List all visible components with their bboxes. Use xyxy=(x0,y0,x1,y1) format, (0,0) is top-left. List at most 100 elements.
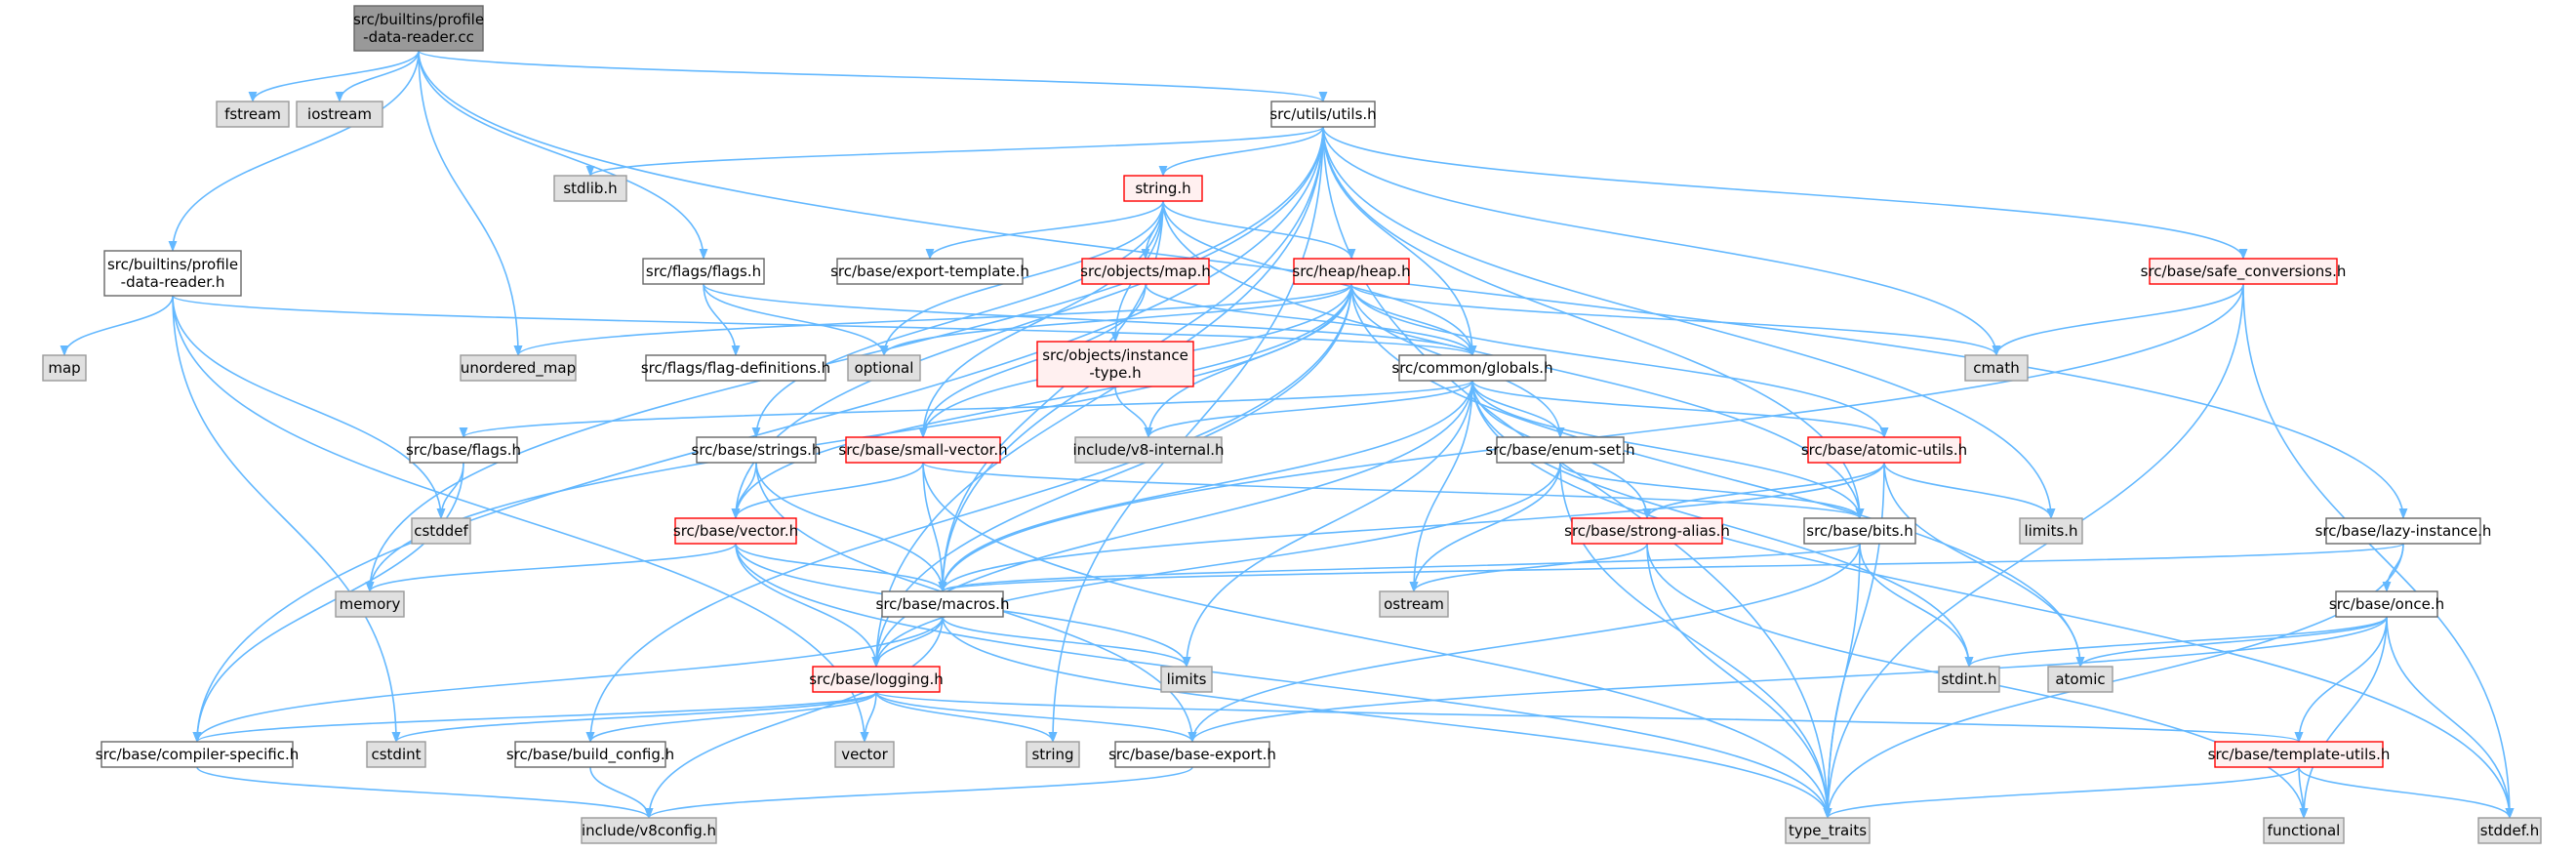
edge-globals-to-stddef xyxy=(1471,380,2515,820)
node-label: cstdint xyxy=(371,746,421,763)
node-src-builtins-profile-data-reader-cc[interactable]: src/builtins/profile-data-reader.cc xyxy=(353,5,484,52)
edge-obj_map-to-globals xyxy=(1145,283,1477,357)
node-src-base-macros-h[interactable]: src/base/macros.h xyxy=(876,590,1010,618)
node-src-base-vector-h[interactable]: src/base/vector.h xyxy=(673,517,798,545)
edge-macros-to-logging xyxy=(871,616,944,669)
node-box xyxy=(581,817,717,844)
node-src-utils-utils-h[interactable]: src/utils/utils.h xyxy=(1269,101,1377,128)
node-label: src/base/flags.h xyxy=(406,441,521,459)
node-label: src/objects/map.h xyxy=(1080,263,1211,280)
node-box xyxy=(1938,666,2000,693)
node-box xyxy=(296,101,383,128)
edge-heap-to-build_config xyxy=(585,283,1352,744)
node-include-v8config-h[interactable]: include/v8config.h xyxy=(581,817,717,844)
node-optional[interactable]: optional xyxy=(847,354,921,382)
node-src-common-globals-h[interactable]: src/common/globals.h xyxy=(1391,354,1553,382)
node-src-base-atomic-utils-h[interactable]: src/base/atomic-utils.h xyxy=(1801,436,1967,464)
node-stddef-h[interactable]: stddef.h xyxy=(2477,817,2542,844)
node-label: src/flags/flags.h xyxy=(646,263,761,280)
node-stdlib-h[interactable]: stdlib.h xyxy=(553,175,627,202)
edge-globals-to-bits xyxy=(1471,380,1865,520)
node-src-flags-flags-h[interactable]: src/flags/flags.h xyxy=(642,258,765,285)
node-src-builtins-profile-data-reader-h[interactable]: src/builtins/profile-data-reader.h xyxy=(103,250,242,297)
node-src-base-small-vector-h[interactable]: src/base/small-vector.h xyxy=(838,436,1008,464)
node-label: string xyxy=(1031,746,1073,763)
node-box xyxy=(409,436,518,464)
node-box xyxy=(1270,101,1376,128)
node-src-base-build-config-h[interactable]: src/base/build_config.h xyxy=(506,741,674,768)
node-string[interactable]: string xyxy=(1026,741,1080,768)
node-label: vector xyxy=(841,746,888,763)
edge-template_utils-to-stddef xyxy=(2298,766,2515,820)
node-label: fstream xyxy=(224,105,281,123)
node-src-base-once-h[interactable]: src/base/once.h xyxy=(2329,590,2444,618)
edge-pdr_h-to-cstdint xyxy=(172,295,401,744)
node-memory[interactable]: memory xyxy=(335,590,405,618)
node-functional[interactable]: functional xyxy=(2263,817,2345,844)
node-src-base-lazy-instance-h[interactable]: src/base/lazy-instance.h xyxy=(2315,517,2492,545)
node-src-base-export-template-h[interactable]: src/base/export-template.h xyxy=(830,258,1029,285)
node-label: src/base/macros.h xyxy=(876,595,1010,613)
edge-utils-to-memory xyxy=(365,126,1324,593)
node-box xyxy=(1379,590,1449,618)
node-src-base-flags-h[interactable]: src/base/flags.h xyxy=(406,436,521,464)
node-cstddef[interactable]: cstddef xyxy=(411,517,471,545)
node-label: src/builtins/profile xyxy=(353,11,484,28)
node-src-base-bits-h[interactable]: src/base/bits.h xyxy=(1803,517,1916,545)
node-label: limits xyxy=(1167,670,1207,688)
edge-logging-to-template_utils xyxy=(875,691,2303,744)
node-src-heap-heap-h[interactable]: src/heap/heap.h xyxy=(1292,258,1411,285)
node-box xyxy=(1114,741,1270,768)
node-string-h[interactable]: string.h xyxy=(1123,175,1203,202)
edge-vector_h-to-memory xyxy=(365,543,737,593)
node-include-v8-internal-h[interactable]: include/v8-internal.h xyxy=(1072,436,1225,464)
node-iostream[interactable]: iostream xyxy=(296,101,383,128)
node-limits[interactable]: limits xyxy=(1160,666,1213,693)
node-src-objects-map-h[interactable]: src/objects/map.h xyxy=(1080,258,1211,285)
node-src-base-enum-set-h[interactable]: src/base/enum-set.h xyxy=(1485,436,1635,464)
edge-root-to-flags_h xyxy=(418,50,708,261)
edge-utils-to-vector_h xyxy=(731,126,1324,520)
edge-vector_h-to-logging xyxy=(735,543,881,669)
node-src-base-logging-h[interactable]: src/base/logging.h xyxy=(809,666,944,693)
edge-root-to-iostream xyxy=(335,50,420,103)
node-box xyxy=(2477,817,2542,844)
node-box xyxy=(812,666,941,693)
edge-small_vec-to-vector_h xyxy=(731,462,924,520)
edge-atomic_utils-to-atomic xyxy=(1883,462,2085,669)
node-box xyxy=(1036,341,1194,387)
node-label: src/base/build_config.h xyxy=(506,746,674,764)
node-fstream[interactable]: fstream xyxy=(216,101,290,128)
edge-small_vec-to-macros xyxy=(922,462,947,593)
node-label: src/builtins/profile xyxy=(107,256,238,273)
node-src-base-compiler-specific-h[interactable]: src/base/compiler-specific.h xyxy=(96,741,299,768)
edge-utils-to-string xyxy=(1048,126,1324,744)
edge-bits-to-type_traits xyxy=(1823,543,1861,820)
edge-lazy-to-type_traits xyxy=(1823,543,2404,820)
edge-strings_h-to-vector_h xyxy=(731,462,757,520)
node-limits-h[interactable]: limits.h xyxy=(2019,517,2083,545)
edge-globals-to-limits xyxy=(1182,380,1473,669)
node-unordered-map[interactable]: unordered_map xyxy=(460,354,577,382)
edge-utils-to-stdlib xyxy=(585,126,1324,178)
node-cstdint[interactable]: cstdint xyxy=(366,741,426,768)
edge-once-to-functional xyxy=(2299,616,2388,820)
node-map[interactable]: map xyxy=(42,354,87,382)
node-ostream[interactable]: ostream xyxy=(1379,590,1449,618)
node-cmath[interactable]: cmath xyxy=(1964,354,2029,382)
node-label: src/objects/instance xyxy=(1042,346,1188,364)
node-vector[interactable]: vector xyxy=(834,741,895,768)
node-src-base-safe-conversions-h[interactable]: src/base/safe_conversions.h xyxy=(2141,258,2347,285)
node-src-base-strings-h[interactable]: src/base/strings.h xyxy=(692,436,822,464)
node-type-traits[interactable]: type_traits xyxy=(1785,817,1871,844)
node-label: src/base/strings.h xyxy=(692,441,822,459)
node-src-objects-instance-type-h[interactable]: src/objects/instance-type.h xyxy=(1036,341,1194,387)
edge-root-to-unordered_map xyxy=(418,50,523,357)
node-atomic[interactable]: atomic xyxy=(2047,666,2113,693)
node-src-base-strong-alias-h[interactable]: src/base/strong-alias.h xyxy=(1564,517,1730,545)
node-src-flags-flag-definitions-h[interactable]: src/flags/flag-definitions.h xyxy=(641,354,830,382)
node-stdint-h[interactable]: stdint.h xyxy=(1938,666,2000,693)
node-src-base-base-export-h[interactable]: src/base/base-export.h xyxy=(1108,741,1276,768)
node-box xyxy=(1964,354,2029,382)
node-src-base-template-utils-h[interactable]: src/base/template-utils.h xyxy=(2208,741,2391,768)
